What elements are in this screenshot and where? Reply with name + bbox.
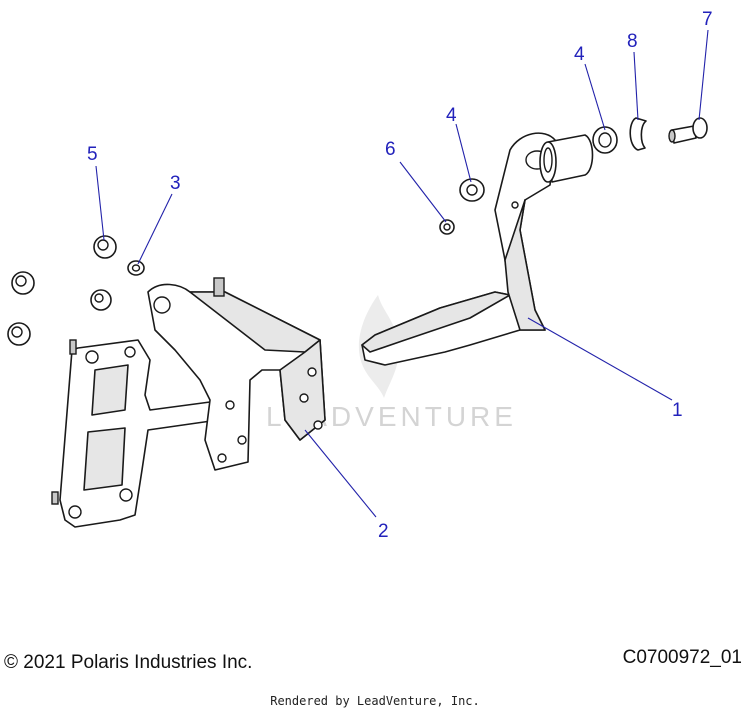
callout-8: 8 <box>627 31 638 52</box>
loose-nuts <box>7 271 112 346</box>
part-bushing-4a <box>459 178 485 202</box>
callout-4a: 4 <box>446 105 457 126</box>
copyright-notice: © 2021 Polaris Industries Inc. <box>4 652 253 673</box>
parts-diagram: LEADVENTURE <box>7 9 713 542</box>
callout-5: 5 <box>87 144 98 165</box>
part-pedal-1 <box>361 132 594 366</box>
callout-7: 7 <box>702 9 713 30</box>
part-nut-6 <box>439 219 455 235</box>
callout-6: 6 <box>385 139 396 160</box>
nut-icon <box>90 289 112 311</box>
part-pin-7 <box>668 117 708 144</box>
callout-2: 2 <box>378 521 389 542</box>
part-clip-8 <box>629 117 647 151</box>
callout-3: 3 <box>170 173 181 194</box>
nut-icon <box>11 271 35 295</box>
part-nut-5 <box>93 235 117 259</box>
part-washer-3 <box>127 260 145 276</box>
rendered-by-credit: Rendered by LeadVenture, Inc. <box>270 694 480 708</box>
nut-icon <box>7 322 31 346</box>
drawing-id: C0700972_01 <box>622 647 742 668</box>
part-bushing-4b <box>592 126 618 154</box>
part-bracket-2 <box>51 277 326 528</box>
callout-1: 1 <box>672 400 683 421</box>
callouts: 1 2 3 4 4 5 6 7 8 <box>87 9 713 542</box>
callout-4b: 4 <box>574 44 585 65</box>
leader-lines <box>95 29 709 518</box>
